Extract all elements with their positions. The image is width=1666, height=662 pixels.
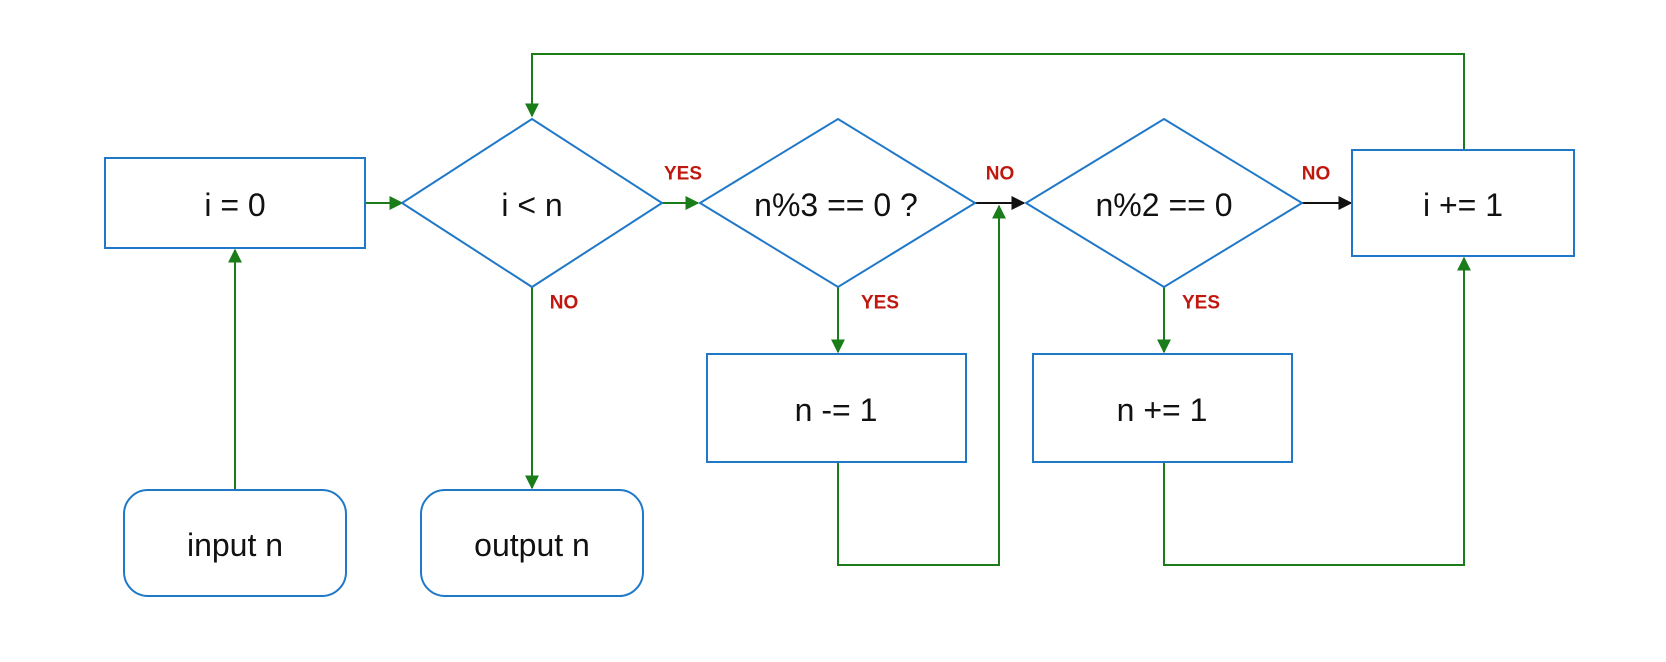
output-node: output n [420,489,644,597]
label-loop-yes: YES [664,164,702,185]
div2-check-node: n%2 == 0 [1024,117,1304,289]
edge-loop-back [525,53,1465,150]
init-node: i = 0 [104,157,366,249]
label-div2-yes: YES [1182,293,1220,314]
div2-check-label: n%2 == 0 [1096,187,1233,223]
input-node: input n [123,489,347,597]
output-node-label: output n [474,527,590,563]
label-div3-yes: YES [861,293,899,314]
label-div2-no: NO [1302,164,1331,185]
increment-n-label: n += 1 [1117,392,1208,428]
label-div3-no: NO [986,164,1015,185]
div3-check-label: n%3 == 0 ? [754,187,918,223]
decrement-n-label: n -= 1 [795,392,878,428]
input-node-label: input n [187,527,283,563]
edge-decrement-merge [837,204,1006,566]
increment-n-node: n += 1 [1032,353,1293,463]
label-loop-no: NO [550,293,579,314]
decrement-n-node: n -= 1 [706,353,967,463]
init-node-label: i = 0 [204,187,265,223]
increment-i-node: i += 1 [1351,149,1575,257]
loop-condition-node: i < n [400,117,664,289]
increment-i-label: i += 1 [1423,187,1503,223]
div3-check-node: n%3 == 0 ? [698,117,977,289]
edge-increment-n-to-i [1163,256,1471,566]
loop-condition-label: i < n [501,187,562,223]
